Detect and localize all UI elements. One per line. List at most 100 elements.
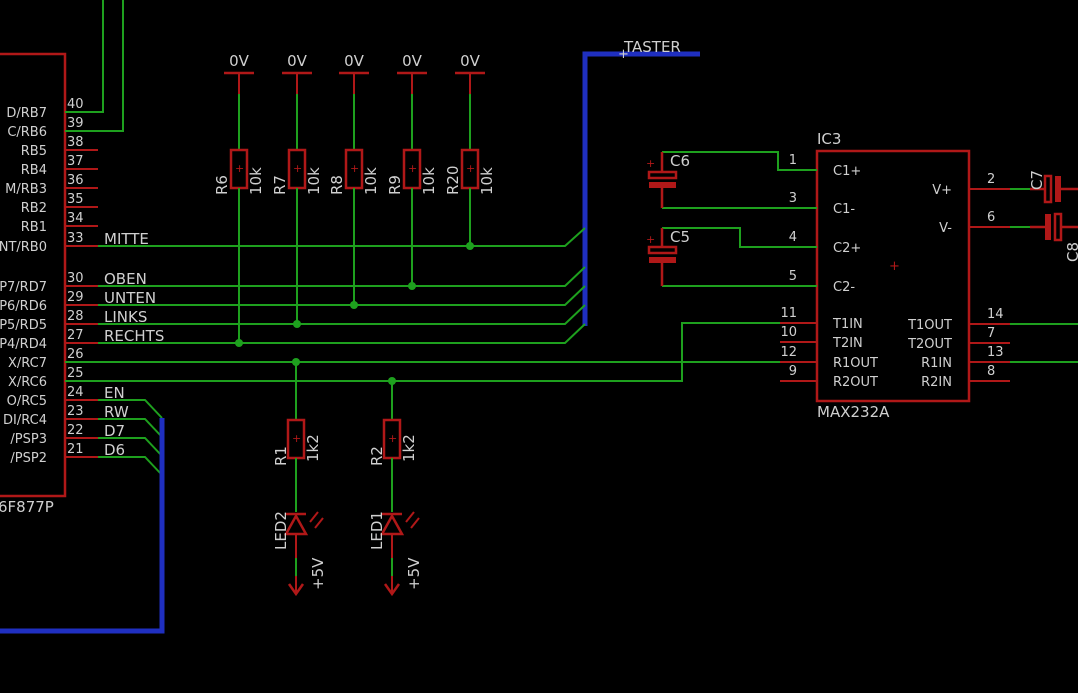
ic3-pin-number: 6 [987,210,995,225]
net-label-oben: OBEN [104,270,147,288]
mcu-pin-number: 23 [67,404,84,419]
button-nets: MITTE OBEN UNTEN LINKS RECHTS [98,227,586,345]
ic3-pin-number: 2 [987,172,995,187]
ic3-pin-label: R1IN [921,356,952,371]
resistor-ref: R8 [328,175,346,195]
supply-label: 0V [460,52,481,70]
ic3-pin-label: T2OUT [907,337,952,352]
cap-c5: C5 [670,228,690,246]
ic3-pin-number: 12 [780,345,797,360]
resistor-ref: R1 [272,446,290,466]
supply-label: +5V [309,557,327,590]
resistor-value: 10k [478,167,496,195]
ic3-pin-label: R1OUT [833,356,878,371]
ic3-pin-label: C1- [833,202,855,217]
cap-c7: C7 [1028,170,1046,190]
mcu-pin-label: X/RC7 [8,356,47,371]
led-arrow [405,511,415,523]
ic3-pin-label: C2- [833,280,855,295]
max232: IC3 MAX232A + 1C1+3C1-4C2+5C2-11T1IN10T2… [780,130,1010,421]
mcu-pin-number: 40 [67,97,84,112]
ic3-pin-number: 7 [987,326,995,341]
net-label-d7: D7 [104,422,125,440]
resistor-ref: R20 [444,165,462,195]
resistor-ref: R6 [213,175,231,195]
mcu-pin-number: 28 [67,309,84,324]
ic3-pin-number: 14 [987,307,1004,322]
ic3-pin-label: T1OUT [907,318,952,333]
resistor-value: 10k [362,167,380,195]
resistor-ref: R2 [368,446,386,466]
mcu-pin-number: 24 [67,385,84,400]
mcu-pin-label: P6/RD6 [0,299,47,314]
mcu-pin-label: DI/RC4 [3,413,47,428]
resistor-origin: + [408,162,417,175]
mcu-pin-label: P7/RD7 [0,280,47,295]
top-wires [65,0,124,132]
cap-c8: C8 [1064,242,1078,262]
charge-pump-caps: + C6 + C5 C7 C8 [646,151,1078,287]
mcu-pin-label: O/RC5 [7,394,47,409]
ic3-pin-number: 11 [780,306,797,321]
net-label-en: EN [104,384,125,402]
mcu-pin-label: RB1 [21,220,47,235]
mcu-pin-label: RB2 [21,201,47,216]
mcu-pin-label: /PSP2 [10,451,47,466]
resistor-ref: R9 [386,175,404,195]
mcu-pin-number: 29 [67,290,84,305]
net-label-rw: RW [104,403,129,421]
net-label-rechts: RECHTS [104,327,164,345]
ic3-pin-number: 4 [789,230,797,245]
mcu-pin-number: 33 [67,231,84,246]
ic3-pin-label: C2+ [833,241,861,256]
ic3-pin-label: T2IN [832,336,863,351]
mcu-pin-number: 38 [67,135,84,150]
led-ref: LED1 [368,511,386,550]
mcu-pin-label: C/RB6 [7,125,47,140]
resistor-value: 10k [420,167,438,195]
lcd-bus: EN RW D7 D6 [0,384,165,634]
led-arrow [314,517,324,529]
mcu-pin-number: 35 [67,192,84,207]
ic3-pin-label: C1+ [833,164,861,179]
taster-bus: TASTER + [582,38,700,326]
net-label-d6: D6 [104,441,125,459]
supply-label: +5V [405,557,423,590]
mcu-pin-number: 21 [67,442,84,457]
mcu-body [0,52,67,498]
net-label-mitte: MITTE [104,230,149,248]
mcu-pin-label: M/RB3 [5,182,47,197]
net-label-taster: TASTER [623,38,681,56]
led-arrow [309,511,319,523]
supply-label: 0V [229,52,250,70]
mcu-pin-number: 37 [67,154,84,169]
resistor-origin: + [292,432,301,445]
resistor-value: 10k [305,167,323,195]
taster-cross: + [618,47,629,62]
junction-dot [466,242,474,250]
supply-label: 0V [287,52,308,70]
ic3-ref: IC3 [817,130,841,148]
mcu-pin-label: P4/RD4 [0,337,47,352]
supply-label: 0V [402,52,423,70]
ic3-pin-number: 9 [789,364,797,379]
mcu-name: 6F877P [0,498,54,516]
mcu-pin-number: 26 [67,347,84,362]
junction-dot [408,282,416,290]
junction-dot [350,301,358,309]
ic3-origin: + [889,259,900,274]
svg-text:+: + [646,233,655,246]
ic3-body [815,149,971,403]
resistor-origin: + [235,162,244,175]
ic3-pin-number: 10 [780,325,797,340]
mcu-pin-label: X/RC6 [8,375,47,390]
led-arrow [410,517,420,529]
ic3-pin-label: V+ [932,183,952,198]
mcu-pin-number: 34 [67,211,84,226]
mcu-pin-number: 39 [67,116,84,131]
microcontroller: 6F877P 40D/RB739C/RB638RB537RB436M/RB335… [0,52,98,516]
